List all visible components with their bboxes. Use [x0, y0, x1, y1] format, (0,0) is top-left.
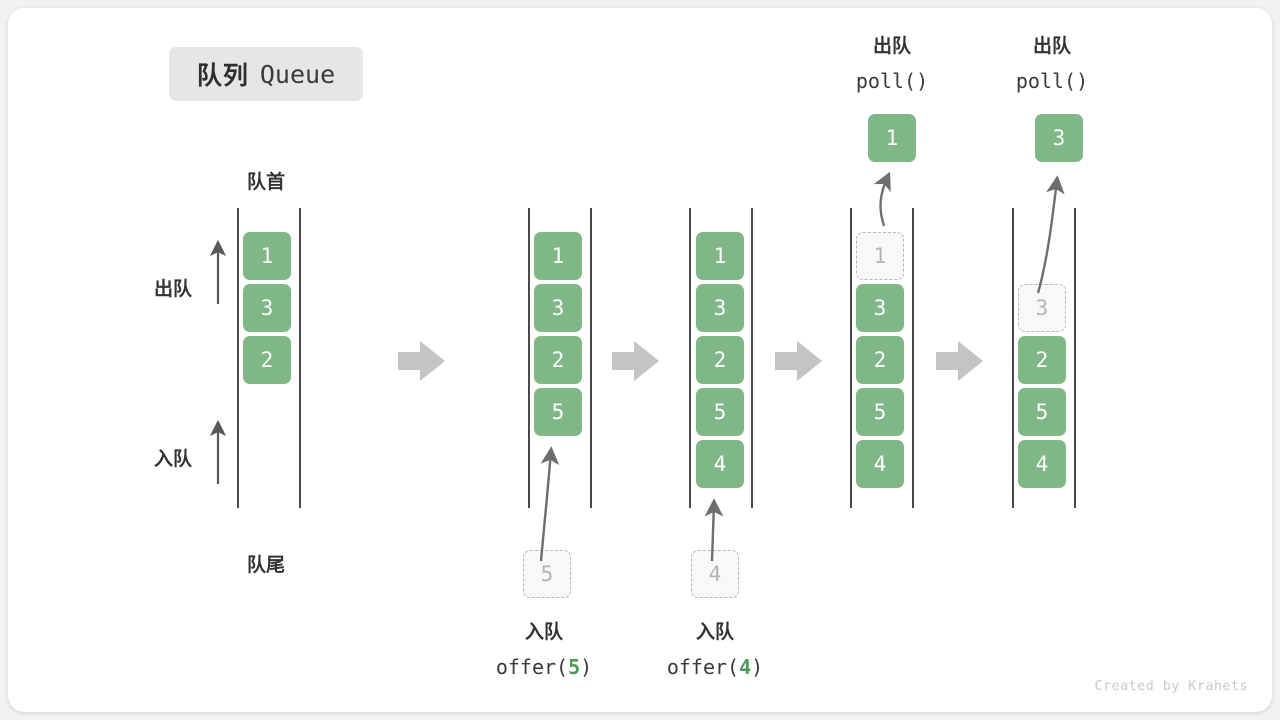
incoming-ghost-box: 5: [523, 550, 571, 598]
operation-label-poll-3: 出队 poll(): [947, 30, 1157, 98]
queue-box: 2: [534, 336, 582, 384]
queue-box: 2: [243, 336, 291, 384]
operation-code: offer(4): [666, 655, 764, 679]
queue-box: 5: [696, 388, 744, 436]
popped-value-box: 1: [868, 114, 916, 162]
queue-box: 4: [1018, 440, 1066, 488]
rear-label: 队尾: [247, 555, 286, 576]
step-arrow: [612, 341, 659, 381]
credit-text: Created by Krahets: [1094, 678, 1248, 694]
outgoing-ghost-box: 3: [1018, 284, 1066, 332]
operation-label-offer-4: 入队 offer(4): [610, 616, 820, 684]
operation-code: poll(): [855, 69, 929, 93]
step-arrow: [398, 341, 445, 381]
queue-box: 4: [696, 440, 744, 488]
queue-box: 5: [1018, 388, 1066, 436]
step-arrow: [775, 341, 822, 381]
queue-box: 3: [243, 284, 291, 332]
dequeue-side-label: 出队: [154, 279, 193, 300]
rail-right-c2: [751, 208, 753, 508]
rail-left-c4: [1012, 208, 1014, 508]
queue-box: 3: [856, 284, 904, 332]
queue-box: 1: [696, 232, 744, 280]
queue-box: 3: [696, 284, 744, 332]
enqueue-side-label: 入队: [154, 449, 193, 470]
step-arrow: [936, 341, 983, 381]
rail-left-c1: [528, 208, 530, 508]
outgoing-ghost-box: 1: [856, 232, 904, 280]
front-label: 队首: [247, 172, 286, 193]
queue-box: 1: [534, 232, 582, 280]
diagram-card: 队列 Queue 队首 队尾 出队 入队 1 3 2 1 3 2 5 5 入队 …: [8, 8, 1272, 712]
operation-code: poll(): [1015, 69, 1089, 93]
queue-box: 5: [534, 388, 582, 436]
diagram-stage: 队列 Queue 队首 队尾 出队 入队 1 3 2 1 3 2 5 5 入队 …: [8, 8, 1272, 712]
operation-cn: 出队: [1032, 36, 1071, 57]
operation-cn: 入队: [695, 622, 734, 643]
enqueue-move-arrow-5: [539, 446, 560, 562]
dequeue-move-arrow-3: [1036, 175, 1065, 294]
operation-cn: 出队: [872, 36, 911, 57]
queue-box: 2: [696, 336, 744, 384]
title-en: Queue: [259, 59, 336, 89]
rail-left-c0: [237, 208, 239, 508]
queue-box: 2: [1018, 336, 1066, 384]
queue-box: 2: [856, 336, 904, 384]
operation-cn: 入队: [524, 622, 563, 643]
rail-right-c1: [590, 208, 592, 508]
rail-right-c3: [912, 208, 914, 508]
queue-box: 3: [534, 284, 582, 332]
rail-left-c3: [850, 208, 852, 508]
operation-code: offer(5): [495, 655, 593, 679]
title-cn: 队列: [196, 62, 249, 90]
rail-left-c2: [689, 208, 691, 508]
queue-box: 5: [856, 388, 904, 436]
rail-right-c0: [299, 208, 301, 508]
popped-value-box: 3: [1035, 114, 1083, 162]
queue-box: 1: [243, 232, 291, 280]
rail-right-c4: [1074, 208, 1076, 508]
operation-label-offer-5: 入队 offer(5): [439, 616, 649, 684]
diagram-title-pill: 队列 Queue: [169, 47, 363, 101]
queue-box: 4: [856, 440, 904, 488]
operation-label-poll-1: 出队 poll(): [787, 30, 997, 98]
arrow-overlay: [209, 171, 1065, 562]
incoming-ghost-box: 4: [691, 550, 739, 598]
dequeue-move-arrow-1: [873, 171, 891, 227]
